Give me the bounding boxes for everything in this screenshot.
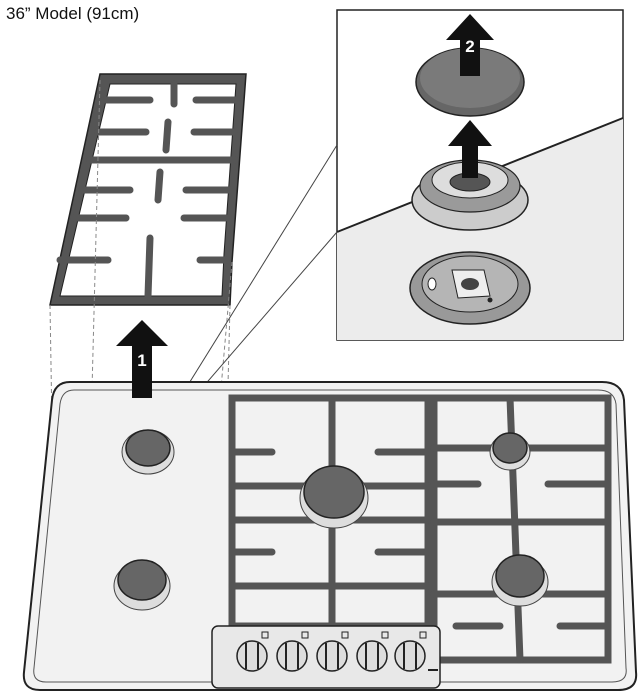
step-2-label: 2 xyxy=(465,37,474,56)
control-panel xyxy=(211,625,441,689)
lifted-left-grate xyxy=(49,73,247,306)
knob xyxy=(356,631,389,672)
knob xyxy=(276,631,309,672)
right-burner-front xyxy=(495,554,545,598)
knob xyxy=(394,631,427,672)
up-arrow-icon xyxy=(446,14,494,76)
burner-head xyxy=(411,159,529,231)
diagram-title: 36” Model (91cm) xyxy=(6,4,140,23)
right-burner-rear xyxy=(492,432,528,464)
up-arrow-icon xyxy=(116,320,168,398)
left-burner-rear xyxy=(121,429,175,475)
burner-base xyxy=(409,251,531,325)
right-grate xyxy=(430,394,612,664)
left-burner-front xyxy=(113,559,171,611)
up-arrow-icon xyxy=(448,120,492,178)
knob xyxy=(316,631,349,672)
burner-detail-inset xyxy=(336,9,624,341)
center-burner xyxy=(303,465,365,519)
knob xyxy=(236,631,269,672)
step-1-label: 1 xyxy=(137,351,146,370)
